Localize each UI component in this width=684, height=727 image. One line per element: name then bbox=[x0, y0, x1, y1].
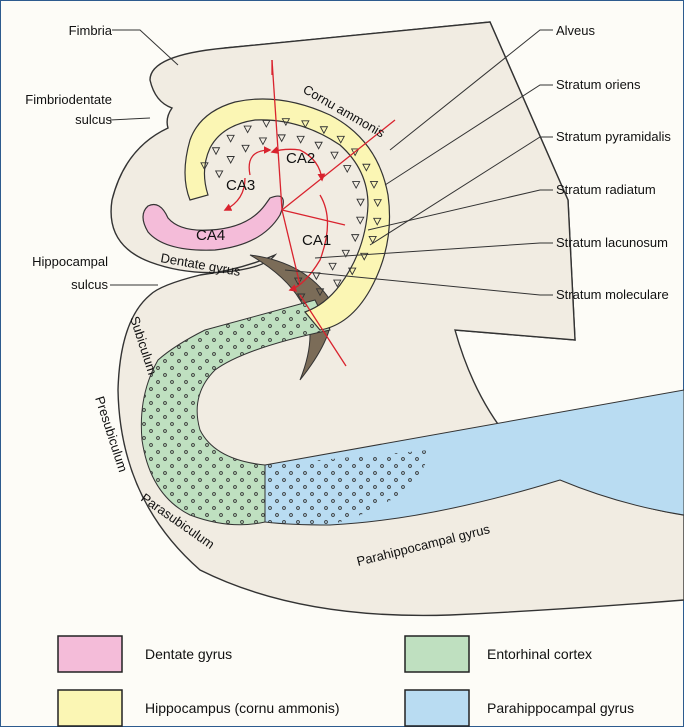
label-fimbria: Fimbria bbox=[69, 23, 113, 38]
label-hippocampal: Hippocampal bbox=[32, 254, 108, 269]
label-stratum-moleculare: Stratum moleculare bbox=[556, 287, 669, 302]
label-ca2: CA2 bbox=[286, 150, 315, 167]
label-stratum-radiatum: Stratum radiatum bbox=[556, 182, 656, 197]
legend-label-dentate-gyrus: Dentate gyrus bbox=[145, 646, 232, 662]
label-fimbriodentate-sulcus: sulcus bbox=[75, 112, 112, 127]
label-ca4: CA4 bbox=[196, 227, 225, 244]
label-hippocampal-sulcus: sulcus bbox=[71, 277, 108, 292]
legend-swatch-hippocampus bbox=[58, 690, 122, 726]
legend: Dentate gyrus Entorhinal cortex Hippocam… bbox=[58, 636, 634, 726]
legend-swatch-parahippocampal-gyrus bbox=[405, 690, 469, 726]
label-ca3: CA3 bbox=[226, 177, 255, 194]
legend-label-entorhinal-cortex: Entorhinal cortex bbox=[487, 646, 592, 662]
label-stratum-lacunosum: Stratum lacunosum bbox=[556, 235, 668, 250]
label-stratum-oriens: Stratum oriens bbox=[556, 77, 641, 92]
legend-label-parahippocampal-gyrus: Parahippocampal gyrus bbox=[487, 700, 634, 716]
legend-label-hippocampus: Hippocampus (cornu ammonis) bbox=[145, 700, 340, 716]
label-fimbriodentate: Fimbriodentate bbox=[25, 92, 112, 107]
legend-swatch-entorhinal-cortex bbox=[405, 636, 469, 672]
legend-swatch-dentate-gyrus bbox=[58, 636, 122, 672]
label-stratum-pyramidalis: Stratum pyramidalis bbox=[556, 129, 671, 144]
label-ca1: CA1 bbox=[302, 232, 331, 249]
label-alveus: Alveus bbox=[556, 23, 596, 38]
